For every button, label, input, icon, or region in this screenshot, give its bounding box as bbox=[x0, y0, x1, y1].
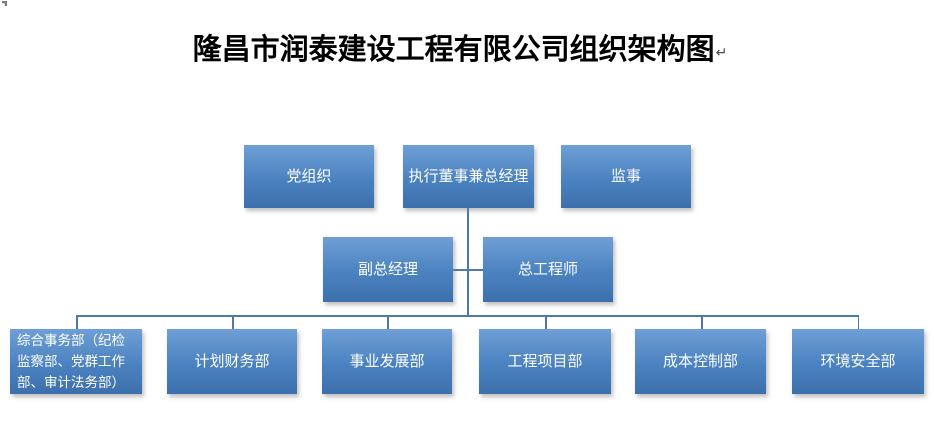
connector-middle-horizontal bbox=[453, 269, 483, 271]
connector-main-vertical bbox=[467, 208, 469, 316]
connector-departments-horizontal bbox=[76, 315, 859, 317]
org-node-label: 事业发展部 bbox=[349, 352, 425, 370]
org-node-chief-engineer[interactable]: 总工程师 bbox=[483, 237, 613, 302]
connector-drop-engineering-project bbox=[545, 315, 547, 329]
org-node-general-affairs-dept[interactable]: 综合事务部（纪检监察部、党群工作部、审计法务部） bbox=[10, 329, 142, 394]
org-node-label: 计划财务部 bbox=[194, 352, 270, 370]
org-node-label: 工程项目部 bbox=[507, 352, 583, 370]
org-node-label: 环境安全部 bbox=[820, 352, 896, 370]
page-title-text: 隆昌市润泰建设工程有限公司组织架构图 bbox=[192, 34, 715, 66]
anchor-mark bbox=[2, 1, 7, 6]
org-node-label: 党组织 bbox=[286, 167, 332, 185]
org-node-planning-finance-dept[interactable]: 计划财务部 bbox=[167, 329, 297, 394]
org-node-label: 成本控制部 bbox=[662, 352, 738, 370]
org-node-business-development-dept[interactable]: 事业发展部 bbox=[322, 329, 452, 394]
org-node-executive-director-general-manager[interactable]: 执行董事兼总经理 bbox=[403, 145, 534, 208]
org-node-label: 执行董事兼总经理 bbox=[408, 167, 529, 185]
connector-drop-planning-finance bbox=[232, 315, 234, 329]
org-node-supervisor[interactable]: 监事 bbox=[561, 145, 691, 208]
org-node-label: 监事 bbox=[610, 167, 641, 185]
org-node-label: 总工程师 bbox=[517, 260, 578, 278]
org-node-engineering-project-dept[interactable]: 工程项目部 bbox=[479, 329, 611, 394]
org-node-party-organization[interactable]: 党组织 bbox=[244, 145, 374, 208]
paragraph-mark: ↵ bbox=[715, 44, 728, 60]
org-node-label: 副总经理 bbox=[357, 260, 418, 278]
org-node-cost-control-dept[interactable]: 成本控制部 bbox=[635, 329, 766, 394]
connector-drop-environment-safety bbox=[857, 315, 859, 329]
org-node-deputy-general-manager[interactable]: 副总经理 bbox=[323, 237, 453, 302]
page-title: 隆昌市润泰建设工程有限公司组织架构图↵ bbox=[0, 26, 920, 68]
connector-drop-cost-control bbox=[701, 315, 703, 329]
connector-drop-business-development bbox=[387, 315, 389, 329]
connector-drop-general-affairs bbox=[76, 315, 78, 329]
org-node-environment-safety-dept[interactable]: 环境安全部 bbox=[792, 329, 924, 394]
org-node-label: 综合事务部（纪检监察部、党群工作部、审计法务部） bbox=[17, 333, 125, 390]
